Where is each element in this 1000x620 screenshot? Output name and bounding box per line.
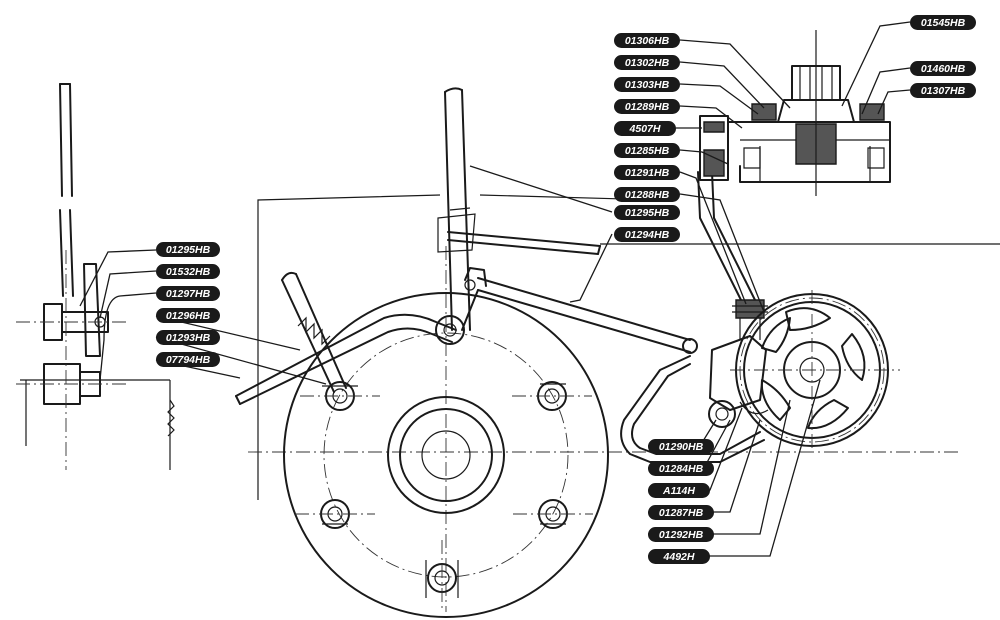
part-label: A114H <box>648 483 710 498</box>
svg-text:01302HB: 01302HB <box>625 57 670 69</box>
svg-text:01293HB: 01293HB <box>166 332 211 344</box>
svg-text:4492H: 4492H <box>663 551 695 563</box>
svg-text:01297HB: 01297HB <box>166 288 211 300</box>
crank-arm <box>235 313 457 405</box>
vertical-lever <box>435 87 476 345</box>
svg-text:01307HB: 01307HB <box>921 85 966 97</box>
leaders-top-right <box>469 21 911 313</box>
labels-left: 01295HB 01532HB 01297HB 01296HB 01293HB … <box>156 242 220 367</box>
svg-text:01287HB: 01287HB <box>659 507 704 519</box>
labels-top-right: 01306HB 01302HB 01303HB 01289HB 4507H 01… <box>614 33 680 242</box>
part-label: 4507H <box>614 121 676 136</box>
part-label: 01297HB <box>156 286 220 301</box>
part-label: 01302HB <box>614 55 680 70</box>
guide-bar <box>447 231 601 255</box>
part-label: 01532HB <box>156 264 220 279</box>
part-label: 01307HB <box>910 83 976 98</box>
svg-text:01295HB: 01295HB <box>625 207 670 219</box>
labels-top-right-far: 01545HB 01460HB 01307HB <box>910 15 976 98</box>
svg-text:01289HB: 01289HB <box>625 101 670 113</box>
main-disc <box>283 292 609 618</box>
svg-text:01296HB: 01296HB <box>166 310 211 322</box>
svg-text:01284HB: 01284HB <box>659 463 704 475</box>
svg-text:01294HB: 01294HB <box>625 229 670 241</box>
svg-text:01285HB: 01285HB <box>625 145 670 157</box>
connecting-rod <box>461 267 698 354</box>
svg-text:01306HB: 01306HB <box>625 35 670 47</box>
part-label: 01289HB <box>614 99 680 114</box>
spring-rod <box>281 271 347 393</box>
part-label: 01288HB <box>614 187 680 202</box>
part-label: 01295HB <box>614 205 680 220</box>
part-label: 01460HB <box>910 61 976 76</box>
svg-text:01303HB: 01303HB <box>625 79 670 91</box>
part-label: 01291HB <box>614 165 680 180</box>
svg-text:01291HB: 01291HB <box>625 167 670 179</box>
svg-text:07794HB: 07794HB <box>166 354 211 366</box>
part-label: 01296HB <box>156 308 220 323</box>
disc-bolts <box>320 381 568 598</box>
gear-assembly-section <box>699 30 891 196</box>
svg-text:01292HB: 01292HB <box>659 529 704 541</box>
wheel-bracket <box>708 335 769 428</box>
part-label: 4492H <box>648 549 710 564</box>
part-label: 07794HB <box>156 352 220 367</box>
svg-text:01288HB: 01288HB <box>625 189 670 201</box>
support-arm <box>697 171 768 340</box>
svg-text:01460HB: 01460HB <box>921 63 966 75</box>
part-label: 01290HB <box>648 439 714 454</box>
bent-pipe <box>620 355 765 463</box>
labels-bottom-right: 01290HB 01284HB A114H 01287HB 01292HB 44… <box>648 439 714 564</box>
part-label: 01287HB <box>648 505 714 520</box>
svg-text:01532HB: 01532HB <box>166 266 211 278</box>
part-label: 01545HB <box>910 15 976 30</box>
part-label: 01285HB <box>614 143 680 158</box>
part-label: 01306HB <box>614 33 680 48</box>
part-label: 01295HB <box>156 242 220 257</box>
svg-text:A114H: A114H <box>662 485 695 497</box>
svg-text:01545HB: 01545HB <box>921 17 966 29</box>
housing-outline <box>248 194 1000 612</box>
part-label: 01292HB <box>648 527 714 542</box>
part-label: 01284HB <box>648 461 714 476</box>
part-label: 01293HB <box>156 330 220 345</box>
left-side-view <box>16 83 175 470</box>
part-label: 01294HB <box>614 227 680 242</box>
svg-text:01295HB: 01295HB <box>166 244 211 256</box>
part-label: 01303HB <box>614 77 680 92</box>
svg-text:4507H: 4507H <box>629 123 661 135</box>
svg-text:01290HB: 01290HB <box>659 441 704 453</box>
